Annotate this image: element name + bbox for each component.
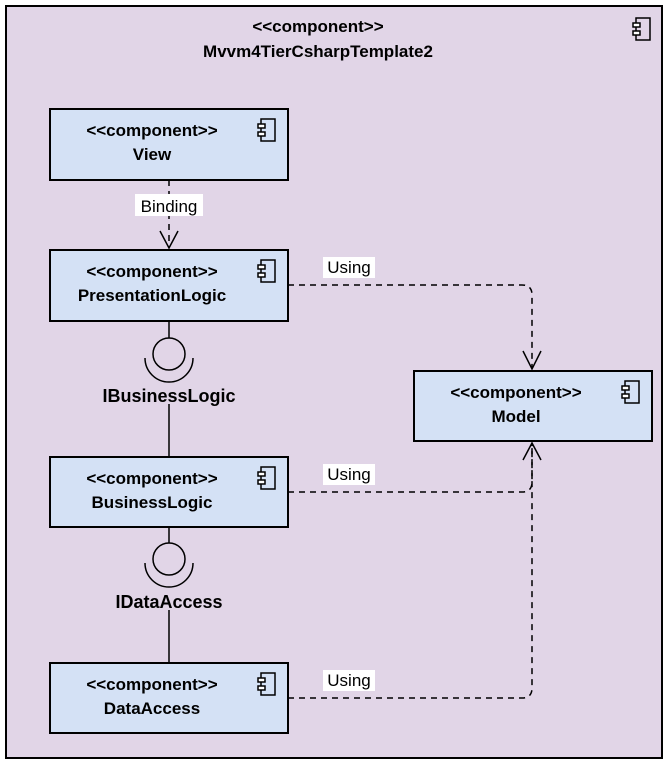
component-businesslogic[interactable]: <<component>> BusinessLogic	[49, 456, 289, 528]
using-label-presentation: Using	[327, 258, 370, 277]
connectors	[144, 180, 542, 699]
outer-stereotype: <<component>>	[252, 17, 383, 36]
component-view[interactable]: <<component>> View	[49, 108, 289, 181]
data-name: DataAccess	[104, 699, 200, 718]
using-dependency-data[interactable]	[288, 443, 533, 699]
presentation-name: PresentationLogic	[78, 286, 226, 305]
presentation-stereotype: <<component>>	[86, 262, 217, 281]
idataaccess-socket	[144, 562, 194, 588]
using-arrowhead-model-bottom	[522, 441, 542, 461]
outer-title: Mvvm4TierCsharpTemplate2	[203, 42, 433, 61]
ibusinesslogic-lollipop[interactable]	[152, 337, 186, 371]
using-label-data: Using	[327, 671, 370, 690]
using-dependency-business[interactable]	[288, 443, 533, 493]
binding-arrowhead	[159, 230, 179, 250]
view-stereotype: <<component>>	[86, 121, 217, 140]
business-name: BusinessLogic	[92, 493, 213, 512]
component-dataaccess[interactable]: <<component>> DataAccess	[49, 662, 289, 734]
idataaccess-label: IDataAccess	[115, 592, 222, 612]
using-dependency-presentation[interactable]	[288, 284, 533, 368]
data-stereotype: <<component>>	[86, 675, 217, 694]
model-name: Model	[491, 407, 540, 426]
using-label-group-2: Using	[323, 464, 375, 485]
view-name: View	[133, 145, 172, 164]
idataaccess-lollipop[interactable]	[152, 542, 186, 576]
binding-label-group: Binding	[135, 194, 203, 216]
using-label-group-3: Using	[323, 670, 375, 691]
model-stereotype: <<component>>	[450, 383, 581, 402]
ibusinesslogic-socket	[144, 357, 194, 383]
component-presentationlogic[interactable]: <<component>> PresentationLogic	[49, 249, 289, 322]
component-model[interactable]: <<component>> Model	[413, 370, 653, 442]
ibusinesslogic-label: IBusinessLogic	[102, 386, 235, 406]
using-label-group-1: Using	[323, 257, 375, 278]
using-label-business: Using	[327, 465, 370, 484]
using-arrowhead-presentation	[522, 350, 542, 371]
binding-label: Binding	[141, 197, 198, 216]
business-stereotype: <<component>>	[86, 469, 217, 488]
